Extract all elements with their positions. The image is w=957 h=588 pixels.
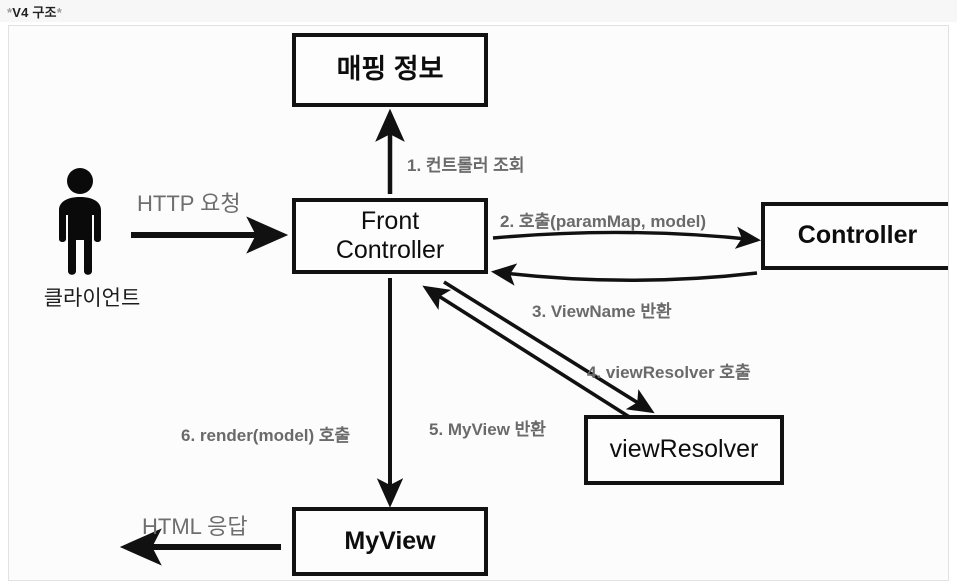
diagram-canvas: 클라이언트 매핑 정보 Front Controller Controller … [8, 25, 949, 581]
document-header: *V4 구조* [0, 0, 957, 22]
edge-label-http-request: HTTP 요청 [137, 191, 241, 216]
edge-label-step-6: 6. render(model) 호출 [181, 426, 351, 445]
edge-label-step-1: 1. 컨트롤러 조회 [407, 156, 525, 175]
title-text: V4 구조 [12, 4, 57, 20]
node-controller-label: Controller [797, 221, 918, 250]
node-view-resolver-label: viewResolver [609, 435, 759, 464]
client-label: 클라이언트 [43, 287, 141, 310]
edge-label-step-2: 2. 호출(paramMap, model) [500, 212, 707, 231]
node-front-controller[interactable]: Front Controller [292, 198, 488, 274]
client-actor: 클라이언트 [27, 168, 157, 326]
node-view-resolver[interactable]: viewResolver [584, 415, 784, 485]
page-title: *V4 구조* [0, 2, 62, 21]
node-myview-label: MyView [344, 526, 436, 555]
arrow-step-5 [422, 285, 632, 420]
node-front-controller-label: Front Controller [335, 206, 445, 265]
edge-label-step-5: 5. MyView 반환 [429, 420, 546, 439]
edge-label-step-4: 4. viewResolver 호출 [587, 363, 751, 382]
arrow-step-2 [492, 226, 762, 249]
person-icon [59, 168, 101, 275]
edge-label-step-3: 3. ViewName 반환 [532, 302, 672, 321]
edge-label-html-response: HTML 응답 [142, 514, 248, 539]
node-mapping-info-label: 매핑 정보 [336, 54, 444, 85]
arrow-step-4 [443, 280, 655, 414]
arrow-layer [119, 108, 762, 566]
node-myview[interactable]: MyView [292, 507, 488, 576]
title-asterisk-left: * [7, 4, 13, 20]
arrow-step-3 [490, 263, 758, 286]
node-controller[interactable]: Controller [761, 202, 948, 270]
title-asterisk-right: * [56, 4, 62, 20]
node-mapping-info[interactable]: 매핑 정보 [292, 33, 488, 107]
